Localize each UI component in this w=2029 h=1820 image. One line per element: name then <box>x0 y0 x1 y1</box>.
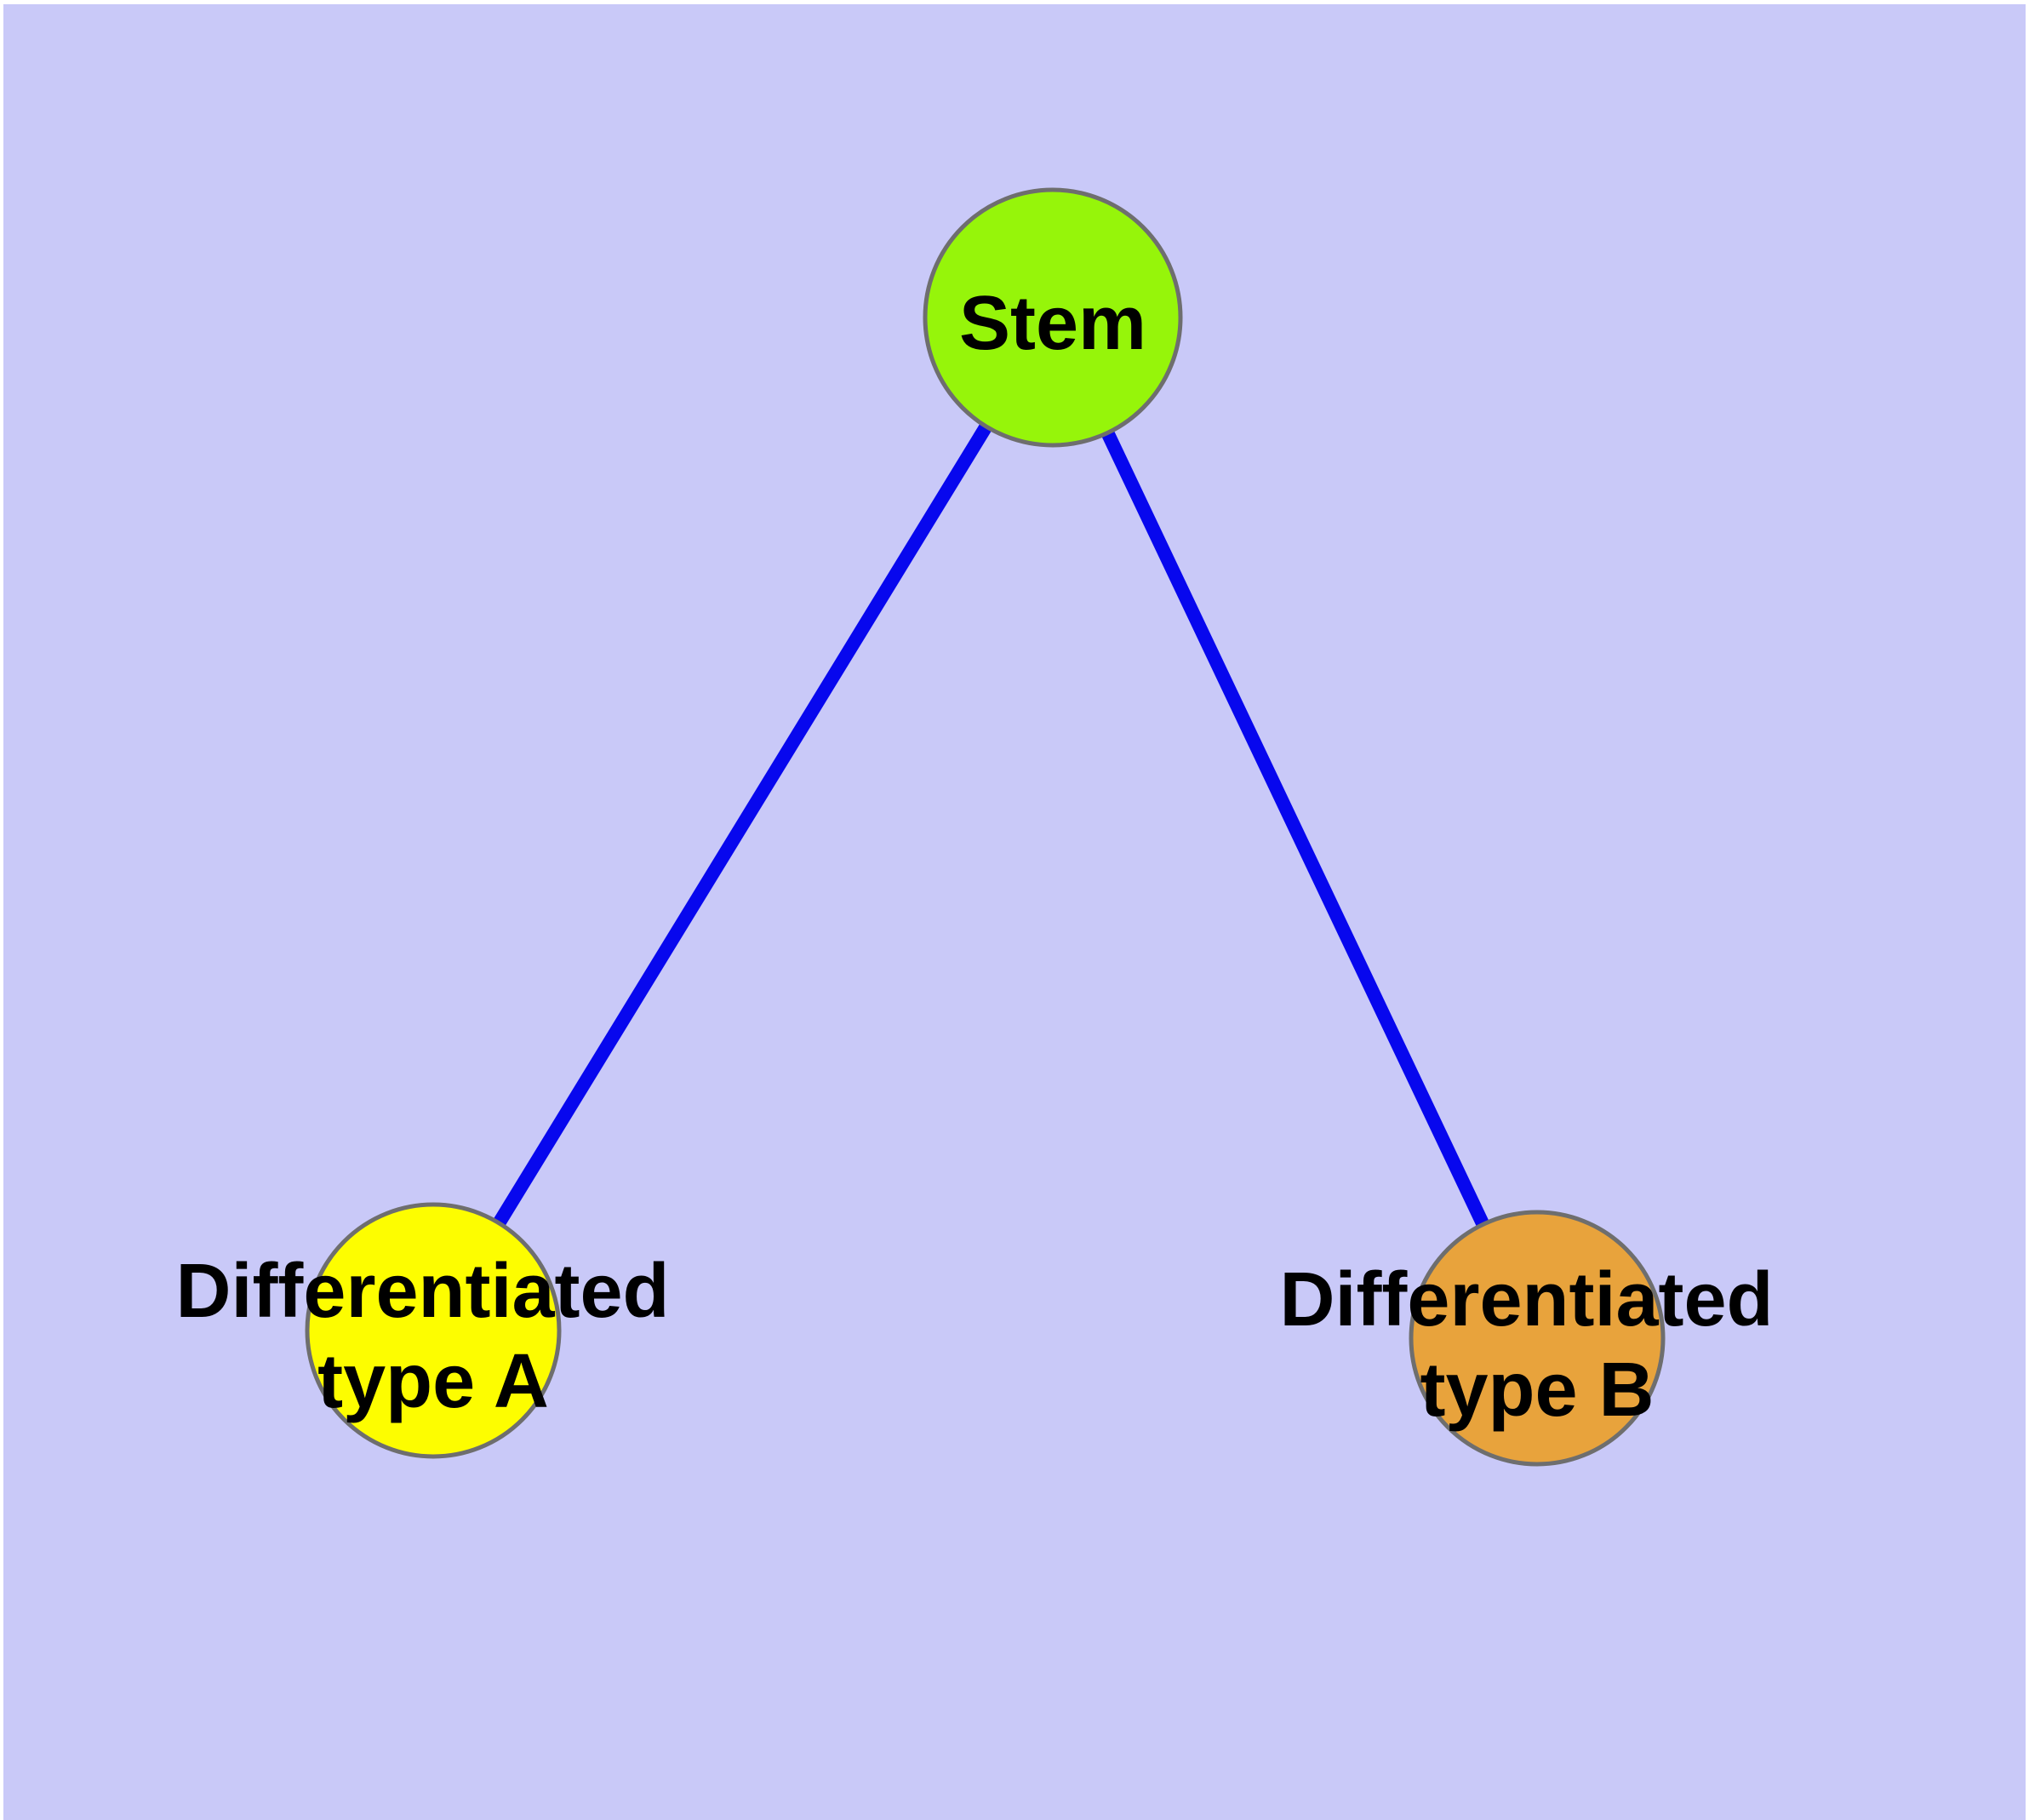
node-label-differentiated-type-b: Differentiated type B <box>1279 1257 1794 1433</box>
node-differentiated-type-b <box>1409 1210 1666 1467</box>
node-label-type-b-line2: type B <box>1420 1348 1654 1433</box>
node-stem <box>923 187 1183 448</box>
node-label-type-a-line2: type A <box>317 1339 549 1424</box>
edge-stem-to-type-a <box>427 313 1059 1335</box>
node-label-type-a-line1: Differentiated <box>175 1249 669 1334</box>
node-label-type-b-line1: Differentiated <box>1279 1257 1773 1342</box>
node-differentiated-type-a <box>305 1202 562 1459</box>
node-label-differentiated-type-a: Differentiated type A <box>175 1249 690 1424</box>
node-label-stem-line1: Stem <box>959 281 1146 366</box>
node-label-stem: Stem <box>959 281 1146 366</box>
edge-stem-to-type-b <box>1046 314 1544 1342</box>
